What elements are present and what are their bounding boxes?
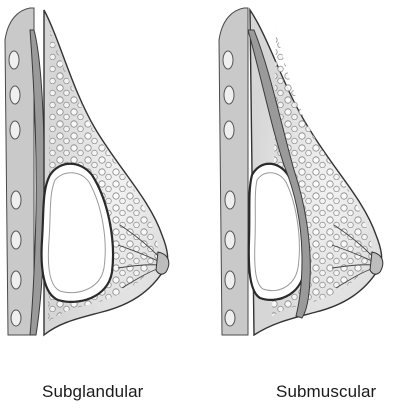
subglandular-caption: Subglandular	[42, 382, 143, 402]
submuscular-illustration	[214, 0, 404, 345]
submuscular-caption: Submuscular	[276, 382, 376, 402]
subglandular-illustration	[0, 0, 190, 345]
